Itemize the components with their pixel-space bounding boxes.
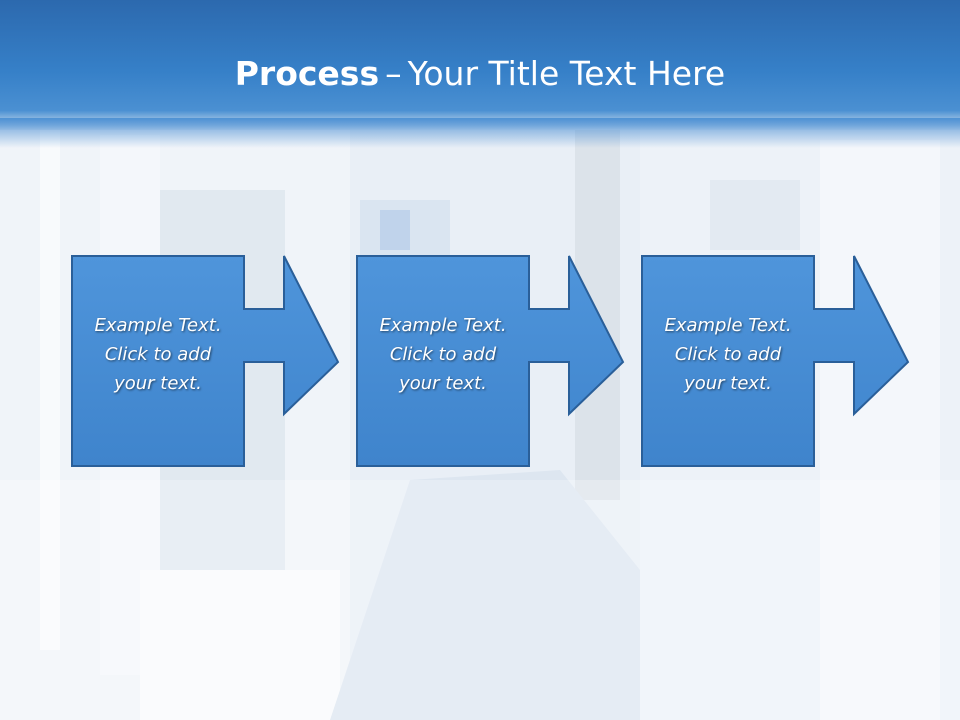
title-bold-part: Process xyxy=(234,54,380,93)
step-text-line: Click to add xyxy=(389,344,497,365)
step-text-line: Example Text. xyxy=(94,315,222,336)
title-dash: – xyxy=(385,54,402,93)
title-bar xyxy=(0,0,960,130)
step-arrow-shape xyxy=(71,255,340,467)
step-arrow-shape xyxy=(641,255,910,467)
step-arrow-shape xyxy=(356,255,625,467)
step-text: Example Text. Click to add your text. xyxy=(72,311,244,398)
title-rest: Your Title Text Here xyxy=(407,54,726,93)
title-bar-fade xyxy=(0,118,960,148)
step-text-line: Example Text. xyxy=(664,315,792,336)
slide-title[interactable]: Process–Your Title Text Here xyxy=(0,52,960,96)
step-text: Example Text. Click to add your text. xyxy=(642,311,814,398)
step-text-line: your text. xyxy=(684,373,772,394)
step-text-line: Click to add xyxy=(674,344,782,365)
step-text-line: Click to add xyxy=(104,344,212,365)
step-text-line: Example Text. xyxy=(379,315,507,336)
process-step-2[interactable]: Example Text. Click to add your text. xyxy=(356,255,630,468)
process-step-1[interactable]: Example Text. Click to add your text. xyxy=(71,255,345,468)
step-text-line: your text. xyxy=(114,373,202,394)
process-step-3[interactable]: Example Text. Click to add your text. xyxy=(641,255,915,468)
step-text: Example Text. Click to add your text. xyxy=(357,311,529,398)
step-text-line: your text. xyxy=(399,373,487,394)
